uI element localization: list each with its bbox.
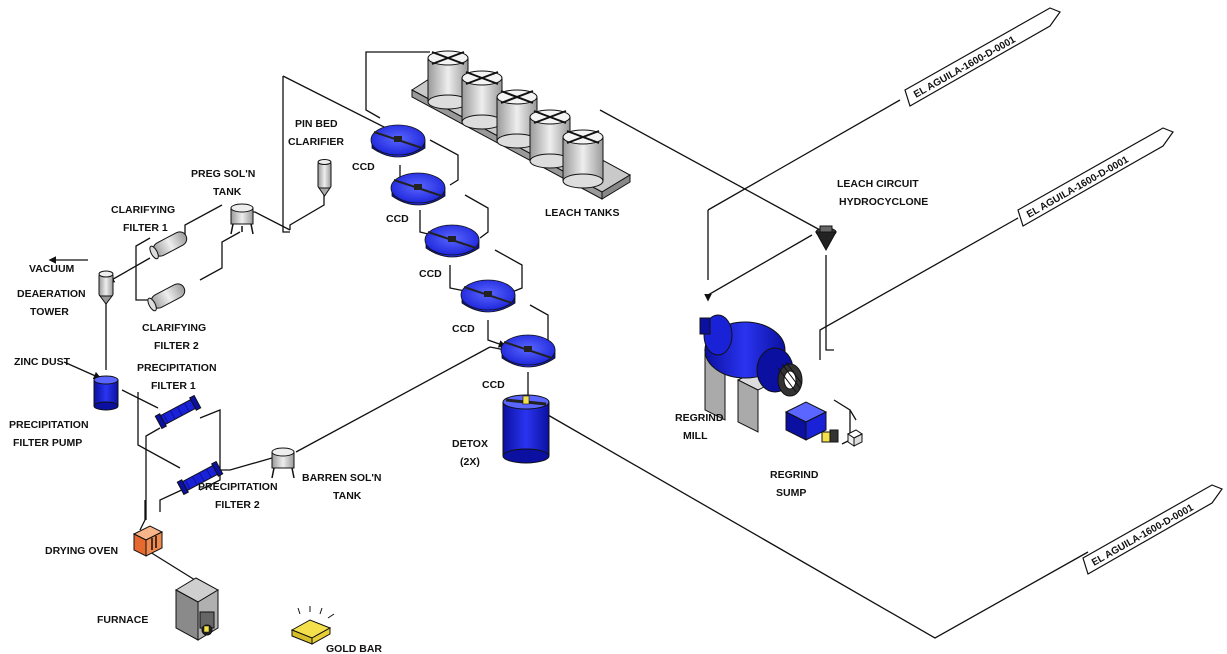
leach-circuit-hydrocyclone <box>816 226 836 250</box>
label-ccd-2: CCD <box>386 213 409 225</box>
label-regrind-mill-1: REGRIND <box>675 412 724 424</box>
label-deaeration-tower-1: DEAERATION <box>17 288 86 300</box>
label-ccd-1: CCD <box>352 161 375 173</box>
label-barren-soln-tank-2: TANK <box>333 490 362 502</box>
label-ccd-3: CCD <box>419 268 442 280</box>
ccd-thickener-4 <box>461 280 515 312</box>
deaeration-tower <box>99 271 113 304</box>
label-detox-2: (2X) <box>460 456 480 468</box>
pin-bed-clarifier <box>318 160 331 197</box>
drying-oven <box>134 526 162 556</box>
label-precipitation-filter-1-b: FILTER 1 <box>151 380 196 392</box>
ref-arrow-top[interactable]: EL AGUILA-1600-D-0001 <box>905 8 1060 106</box>
label-clarifying-filter-1-a: CLARIFYING <box>111 204 175 216</box>
ref-arrow-bottom[interactable]: EL AGUILA-1600-D-0001 <box>1083 485 1222 574</box>
label-precipitation-filter-2-b: FILTER 2 <box>215 499 260 511</box>
label-clarifying-filter-1-b: FILTER 1 <box>123 222 168 234</box>
furnace <box>176 578 218 640</box>
clarifying-filter-2 <box>146 281 187 312</box>
label-vacuum: VACUUM <box>29 263 75 275</box>
precipitation-filter-pump <box>94 376 118 410</box>
barren-soln-tank <box>272 448 294 478</box>
label-pin-bed-clarifier-1: PIN BED <box>295 118 338 130</box>
label-regrind-sump-2: SUMP <box>776 487 806 499</box>
label-hydrocyclone-2: HYDROCYCLONE <box>839 196 928 208</box>
ccd-thickener-3 <box>425 225 479 257</box>
label-detox-1: DETOX <box>452 438 488 450</box>
gold-bar <box>292 606 334 644</box>
label-furnace: FURNACE <box>97 614 148 626</box>
svg-text:EL AGUILA-1600-D-0001: EL AGUILA-1600-D-0001 <box>912 34 1018 100</box>
label-barren-soln-tank-1: BARREN SOL'N <box>302 472 382 484</box>
label-precipitation-filter-1-a: PRECIPITATION <box>137 362 217 374</box>
label-preg-soln-tank-2: TANK <box>213 186 242 198</box>
ref-arrow-mid[interactable]: EL AGUILA-1600-D-0001 <box>1018 128 1173 226</box>
label-regrind-mill-2: MILL <box>683 430 708 442</box>
label-precipitation-filter-pump-2: FILTER PUMP <box>13 437 82 449</box>
label-leach-tanks: LEACH TANKS <box>545 207 619 219</box>
svg-text:EL AGUILA-1600-D-0001: EL AGUILA-1600-D-0001 <box>1090 502 1196 568</box>
label-clarifying-filter-2-b: FILTER 2 <box>154 340 199 352</box>
label-gold-bar: GOLD BAR <box>326 643 382 654</box>
label-drying-oven: DRYING OVEN <box>45 545 118 557</box>
label-preg-soln-tank-1: PREG SOL'N <box>191 168 255 180</box>
leach-tank-2 <box>462 71 502 129</box>
svg-text:EL AGUILA-1600-D-0001: EL AGUILA-1600-D-0001 <box>1025 154 1131 220</box>
label-ccd-4: CCD <box>452 323 475 335</box>
label-zinc-dust: ZINC DUST <box>14 356 71 368</box>
preg-soln-tank <box>231 204 253 234</box>
leach-tank-5 <box>563 130 603 188</box>
label-precipitation-filter-pump-1: PRECIPITATION <box>9 419 89 431</box>
label-clarifying-filter-2-a: CLARIFYING <box>142 322 206 334</box>
ccd-thickener-5 <box>501 335 555 367</box>
detox-tank <box>503 395 549 463</box>
label-precipitation-filter-2-a: PRECIPITATION <box>198 481 278 493</box>
ccd-thickener-2 <box>391 173 445 205</box>
precipitation-filter-1 <box>155 395 200 428</box>
label-pin-bed-clarifier-2: CLARIFIER <box>288 136 344 148</box>
ccd-thickener-1 <box>371 125 425 157</box>
label-ccd-5: CCD <box>482 379 505 391</box>
label-hydrocyclone-1: LEACH CIRCUIT <box>837 178 919 190</box>
label-deaeration-tower-2: TOWER <box>30 306 69 318</box>
label-regrind-sump-1: REGRIND <box>770 469 819 481</box>
